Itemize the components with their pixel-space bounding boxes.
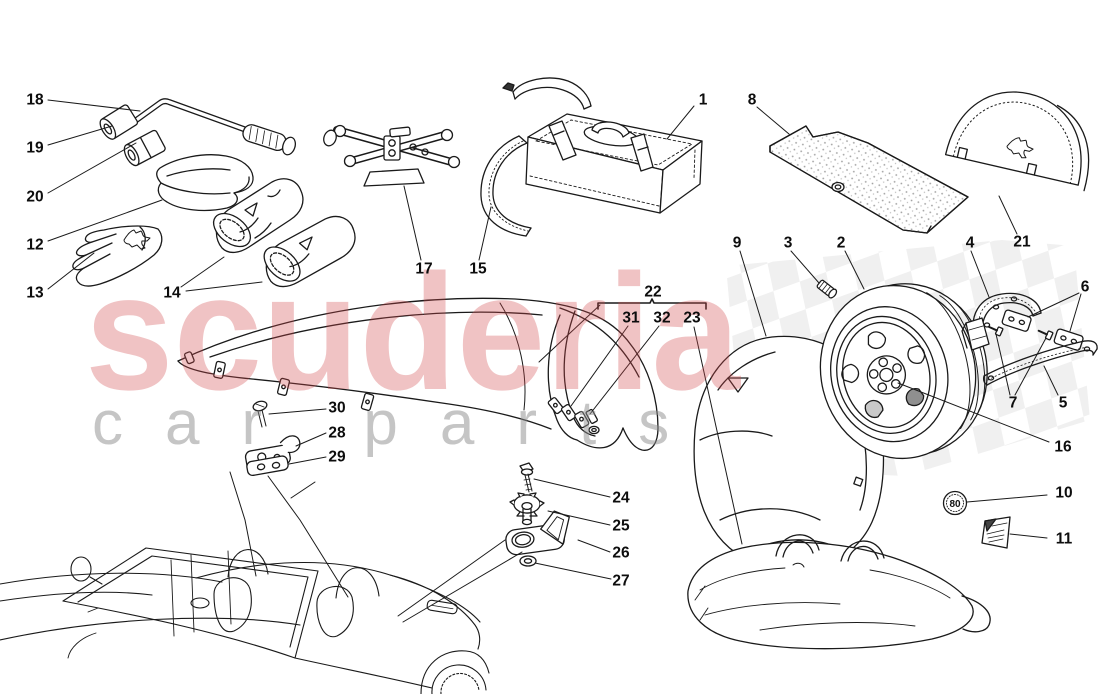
car-drawing bbox=[0, 547, 490, 694]
ferrari-horse-icon bbox=[123, 229, 151, 250]
tool-case-drawing bbox=[525, 113, 703, 214]
cloth-drawing bbox=[156, 154, 254, 212]
support-bracket bbox=[505, 510, 570, 556]
front-fixing-parts-drawing bbox=[244, 400, 301, 477]
socket-20 bbox=[123, 129, 166, 167]
spare-wheel-drawing bbox=[819, 283, 988, 460]
bracket-22 bbox=[597, 298, 707, 310]
ferrari-horse-icon bbox=[1006, 137, 1034, 159]
roof-stud bbox=[585, 408, 599, 424]
roof-rear-clips bbox=[547, 397, 600, 435]
install-pointer-line bbox=[402, 551, 523, 623]
fixing-screws-drawing bbox=[987, 325, 1054, 341]
lower-fixing-strap-drawing bbox=[982, 340, 1098, 386]
hard-top-drawing bbox=[177, 297, 659, 451]
install-pointer-line bbox=[290, 481, 316, 499]
boot-mat-drawing bbox=[769, 125, 969, 234]
rolled-covers-drawing bbox=[212, 178, 356, 288]
gloves-drawing bbox=[72, 225, 163, 287]
watermark-primary-text: scuderia bbox=[85, 240, 741, 424]
leader-lines bbox=[47, 99, 1082, 623]
fixing-strap-drawing bbox=[480, 77, 592, 237]
speed-badge-drawing bbox=[942, 490, 968, 516]
speed-badge-text: 80 bbox=[949, 499, 961, 510]
roof-front-clips bbox=[183, 351, 375, 411]
fixing-plates-drawing bbox=[1001, 309, 1084, 351]
roll-bar-cover-drawing bbox=[944, 91, 1090, 192]
hard-top-bag-drawing bbox=[687, 534, 991, 650]
scissor-jack-drawing bbox=[323, 124, 461, 187]
install-pointer-line bbox=[229, 471, 257, 577]
install-pointer-line bbox=[397, 539, 506, 617]
star-washer bbox=[509, 492, 545, 526]
socket-19 bbox=[99, 104, 139, 140]
install-pointer-line bbox=[267, 475, 349, 598]
upper-fixing-strap-drawing bbox=[961, 292, 1042, 351]
sticker-drawing bbox=[981, 516, 1011, 549]
rear-fixing-parts-drawing bbox=[505, 462, 570, 567]
wheel-spoke-openings bbox=[841, 331, 926, 419]
wheel-wrench-drawing bbox=[99, 98, 296, 167]
watermark: scuderia car parts bbox=[85, 240, 741, 458]
watermark-secondary-text: car parts bbox=[92, 389, 711, 458]
